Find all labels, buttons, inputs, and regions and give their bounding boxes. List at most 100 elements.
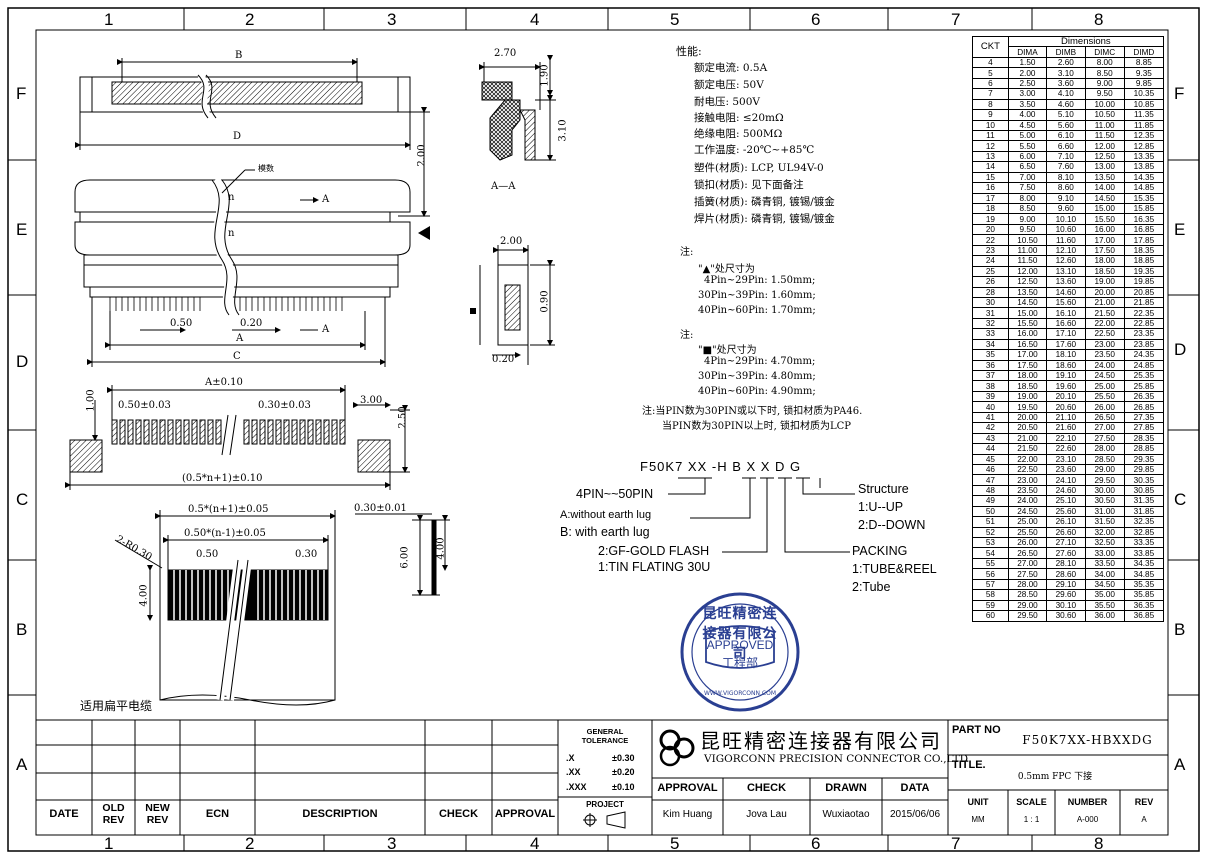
table-cell: 42 [972,422,1009,434]
table-cell: 35 [972,349,1009,361]
table-cell: 6.50 [1007,161,1048,173]
scale-value: 1 : 1 [1023,815,1040,824]
dim-pcb-n: (0.5*n+1)±0.10 [182,473,263,484]
table-cell: 56 [972,568,1009,580]
label-section-aa: A—A [491,181,516,192]
table-cell: 6.10 [1046,129,1086,142]
table-cell: 18.60 [1046,359,1086,372]
table-cell: 16.50 [1007,338,1048,351]
dim-fpc-pitch-span: 0.50*(n-1)±0.05 [184,528,266,539]
spec-line: 绝缘电阻: 500MΩ [694,128,783,140]
dim-fpc-total: 0.5*(n+1)±0.05 [188,504,269,515]
table-cell: 5.50 [1007,140,1048,152]
number-value: A-000 [1076,815,1099,824]
part-code-plating-tin: 1:TIN FLATING 30U [598,560,711,574]
table-cell: 18.00 [1084,255,1125,267]
table-cell: 22.35 [1123,307,1165,319]
table-cell: 15.85 [1123,202,1165,215]
dim-pcb-0-30: 0.30±0.03 [258,400,311,411]
zone-4-bottom: 4 [530,834,540,853]
table-cell: 15 [972,171,1009,184]
dim-side2-2-00: 2.00 [500,236,523,247]
dim-fpc-6-00: 6.00 [399,546,411,569]
table-cell: 13.85 [1123,161,1165,173]
stamp-url: WWW.VIGORCONN.COM [703,690,777,697]
table-cell: 25.60 [1046,505,1086,518]
table-cell: 17.50 [1007,359,1048,372]
table-cell: 27.35 [1123,411,1165,424]
table-cell: 26.50 [1007,547,1048,559]
note2-head: "■"处尺寸为 [698,345,757,356]
table-cell: 18.35 [1123,244,1165,257]
table-cell: 29.50 [1084,474,1125,486]
part-code-leaders [668,477,855,553]
spec-title: 性能: [676,45,702,58]
table-cell: 4 [972,56,1009,69]
table-cell: 18.00 [1007,369,1048,382]
table-cell: 19.10 [1046,369,1086,382]
table-col-dimd: DIMD [1123,46,1165,58]
table-cell: 28.00 [1007,578,1048,591]
table-cell: 32.85 [1123,526,1165,539]
stamp-company: 昆旺精密连接器有限公司 [702,606,778,662]
table-cell: 40 [972,401,1009,413]
spec-line: 插簧(材质): 磷青铜, 镀锡/镀金 [694,196,835,208]
dim-pcb-2-50: 2.50 [397,406,409,429]
table-cell: 28.60 [1046,568,1086,580]
table-cell: 18.50 [1007,380,1048,392]
table-cell: 13.50 [1007,286,1048,298]
table-cell: 24.35 [1123,349,1165,361]
table-cell: 8.00 [1007,192,1048,205]
table-cell: 23.60 [1046,463,1086,476]
part-no-value: F50K7XX-HBXXDG [1022,733,1153,747]
table-cell: 35.50 [1084,599,1125,612]
table-cell: 21.10 [1046,411,1086,424]
table-cell: 16.10 [1046,307,1086,319]
table-cell: 18 [972,202,1009,215]
part-no-label: PART NO [952,724,1001,736]
table-cell: 45 [972,453,1009,465]
part-code-structure-up: 1:U--UP [858,500,904,514]
table-cell: 54 [972,547,1009,559]
dim-d: D [233,131,242,142]
table-cell: 6.60 [1046,140,1086,152]
spec-line: 额定电压: 50V [694,79,764,91]
table-cell: 10.50 [1084,109,1125,121]
zone-b-right: B [1174,620,1186,639]
table-cell: 26.10 [1046,516,1086,528]
table-cell: 30.35 [1123,474,1165,486]
table-cell: 23.35 [1123,328,1165,340]
tol-xxx: .XXX [566,782,587,792]
table-cell: 12.35 [1123,129,1165,142]
part-code-packing-1: 1:TUBE&REEL [852,562,937,576]
table-cell: 25.50 [1007,526,1048,539]
table-cell: 5.60 [1046,119,1086,131]
zone-a: A [16,755,28,774]
rev-header-old-rev: OLD REV [102,802,125,826]
tol-x-val: ±0.30 [612,753,635,763]
table-cell: 35.85 [1123,589,1165,601]
dim-0-50: 0.50 [170,318,193,329]
unit-value: MM [971,815,985,824]
fpc-view [114,510,450,706]
table-cell: 25 [972,265,1009,278]
table-cell: 33 [972,328,1009,340]
table-cell: 8.60 [1046,182,1086,194]
table-cell: 2.60 [1046,56,1086,69]
table-cell: 50 [972,505,1009,518]
spec-line: 接触电阻: ≤20mΩ [694,112,784,124]
table-cell: 26.50 [1084,411,1125,424]
